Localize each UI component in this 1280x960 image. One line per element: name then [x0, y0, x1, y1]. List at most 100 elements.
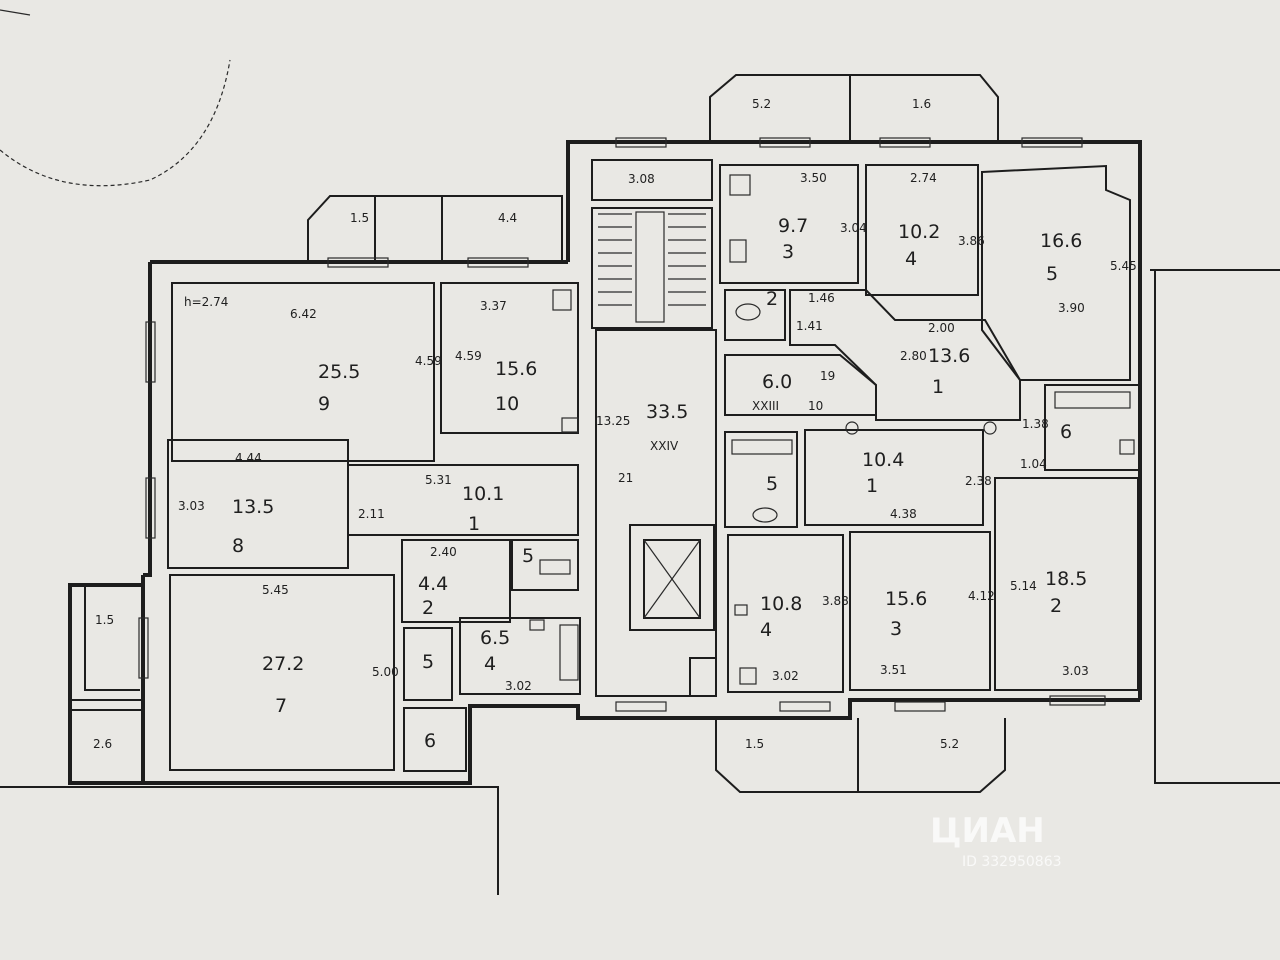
balcony-west-2: 2.6 — [93, 737, 112, 751]
room-4w-number: 4 — [484, 653, 496, 675]
room-9-area: 25.5 — [318, 361, 360, 383]
room-e5top-area: 16.6 — [1040, 230, 1082, 252]
room-10-dim-1: 3.37 — [480, 299, 507, 313]
room-2w-number: 2 — [422, 597, 434, 619]
room-2w-dim: 2.40 — [430, 545, 457, 559]
windows — [138, 137, 1106, 712]
room-xxiii-area: 6.0 — [762, 371, 792, 393]
room-10-area: 15.6 — [495, 358, 537, 380]
hall-area: 10.1 — [462, 483, 504, 505]
stair-area: 33.5 — [646, 401, 688, 423]
room-10-number: 10 — [495, 393, 519, 415]
room-e5top-dim-1: 3.90 — [1058, 301, 1085, 315]
room-9-dim-1: 6.42 — [290, 307, 317, 321]
balcony-left-1: 1.5 — [350, 211, 369, 225]
room-8-dim-2: 3.03 — [178, 499, 205, 513]
room-7-number: 7 — [275, 695, 287, 717]
room-e3-area: 9.7 — [778, 215, 808, 237]
room-e4top-area: 10.2 — [898, 221, 940, 243]
watermark-id: ID 332950863 — [962, 854, 1062, 870]
room-2w-area: 4.4 — [418, 573, 448, 595]
room-e3b-dim-2: 4.12 — [968, 589, 995, 603]
room-e2b-dim-2: 5.14 — [1010, 579, 1037, 593]
room-e4b-dim-2: 3.88 — [822, 594, 849, 608]
hall-number: 1 — [468, 513, 480, 535]
room-e1b-dim-2: 2.38 — [965, 474, 992, 488]
room-9-number: 9 — [318, 393, 330, 415]
balcony-top-1: 5.2 — [752, 97, 771, 111]
room-xxiii-dim-1: 10 — [808, 399, 823, 413]
stair-dim-2: 21 — [618, 471, 633, 485]
room-e2b-area: 18.5 — [1045, 568, 1087, 590]
balcony-top-2: 1.6 — [912, 97, 931, 111]
bath-e5b-number: 5 — [766, 473, 778, 495]
room-7-dim-2: 5.00 — [372, 665, 399, 679]
balcony-labels: 5.2 1.6 1.5 4.4 1.5 2.6 1.5 5.2 — [93, 97, 959, 751]
room-e3-dim-1: 3.50 — [800, 171, 827, 185]
room-7-area: 27.2 — [262, 653, 304, 675]
cian-watermark: ЦИАН ID 332950863 — [930, 811, 1062, 870]
room-e3b-area: 15.6 — [885, 588, 927, 610]
room-xxiii-dim-2: 19 — [820, 369, 835, 383]
room-e5top-number: 5 — [1046, 263, 1058, 285]
room-e1-number: 1 — [932, 376, 944, 398]
room-e2b-dim-1: 3.03 — [1062, 664, 1089, 678]
room-e6-dim-1: 1.38 — [1022, 417, 1049, 431]
wc-e2-number: 2 — [766, 288, 778, 310]
room-6w-number: 6 — [424, 730, 436, 752]
room-e1-dim-1: 2.00 — [928, 321, 955, 335]
room-e1-dim-4: 1.41 — [796, 319, 823, 333]
stair-number: XXIV — [650, 439, 679, 453]
room-8-number: 8 — [232, 535, 244, 557]
room-e6-dim-2: 1.04 — [1020, 457, 1047, 471]
room-e1-dim-2: 2.80 — [900, 349, 927, 363]
balcony-bottom-2: 5.2 — [940, 737, 959, 751]
room-e1b-area: 10.4 — [862, 449, 904, 471]
room-4w-area: 6.5 — [480, 627, 510, 649]
room-8-area: 13.5 — [232, 496, 274, 518]
room-e4top-dim-2: 3.86 — [958, 234, 985, 248]
room-e6-number: 6 — [1060, 421, 1072, 443]
room-e3b-dim-1: 3.51 — [880, 663, 907, 677]
room-e1b-number: 1 — [866, 475, 878, 497]
room-e5top-dim-2: 5.45 — [1110, 259, 1137, 273]
room-7-dim-1: 5.45 — [262, 583, 289, 597]
room-e4b-area: 10.8 — [760, 593, 802, 615]
room-e4b-number: 4 — [760, 619, 772, 641]
room-e4top-number: 4 — [905, 248, 917, 270]
room-e3b-number: 3 — [890, 618, 902, 640]
room-e2b-number: 2 — [1050, 595, 1062, 617]
room-10-dim-2: 4.59 — [455, 349, 482, 363]
room-xxiii-number: XXIII — [752, 399, 779, 413]
room-e4top-dim-1: 2.74 — [910, 171, 937, 185]
room-e1b-dim-1: 4.38 — [890, 507, 917, 521]
room-5w-number: 5 — [422, 651, 434, 673]
room-e1-dim-3: 1.46 — [808, 291, 835, 305]
stair-dim-1: 13.25 — [596, 414, 630, 428]
hall-dim-1: 5.31 — [425, 473, 452, 487]
balcony-left-2: 4.4 — [498, 211, 517, 225]
watermark-brand: ЦИАН — [930, 811, 1045, 851]
room-e3-dim-2: 3.04 — [840, 221, 867, 235]
ceiling-height-label: h=2.74 — [184, 295, 228, 309]
staircase — [598, 211, 706, 323]
balcony-west-1: 1.5 — [95, 613, 114, 627]
stair-well — [635, 211, 665, 323]
room-e3-number: 3 — [782, 241, 794, 263]
room-4w-dim: 3.02 — [505, 679, 532, 693]
stair-top-dim: 3.08 — [628, 172, 655, 186]
room-8-dim-1: 4.44 — [235, 451, 262, 465]
balconies — [69, 74, 1006, 793]
hall-dim-2: 2.11 — [358, 507, 385, 521]
site-lines — [0, 269, 1280, 895]
stamp-mark — [0, 9, 231, 187]
room-9-dim-2: 4.59 — [415, 354, 442, 368]
balcony-bottom-1: 1.5 — [745, 737, 764, 751]
bath-5-number: 5 — [522, 545, 534, 567]
interior-walls — [167, 159, 1141, 772]
room-e1-area: 13.6 — [928, 345, 970, 367]
room-e4b-dim-1: 3.02 — [772, 669, 799, 683]
room-labels: h=2.74 6.42 4.59 25.5 9 3.37 4.59 15.6 1… — [178, 171, 1137, 752]
